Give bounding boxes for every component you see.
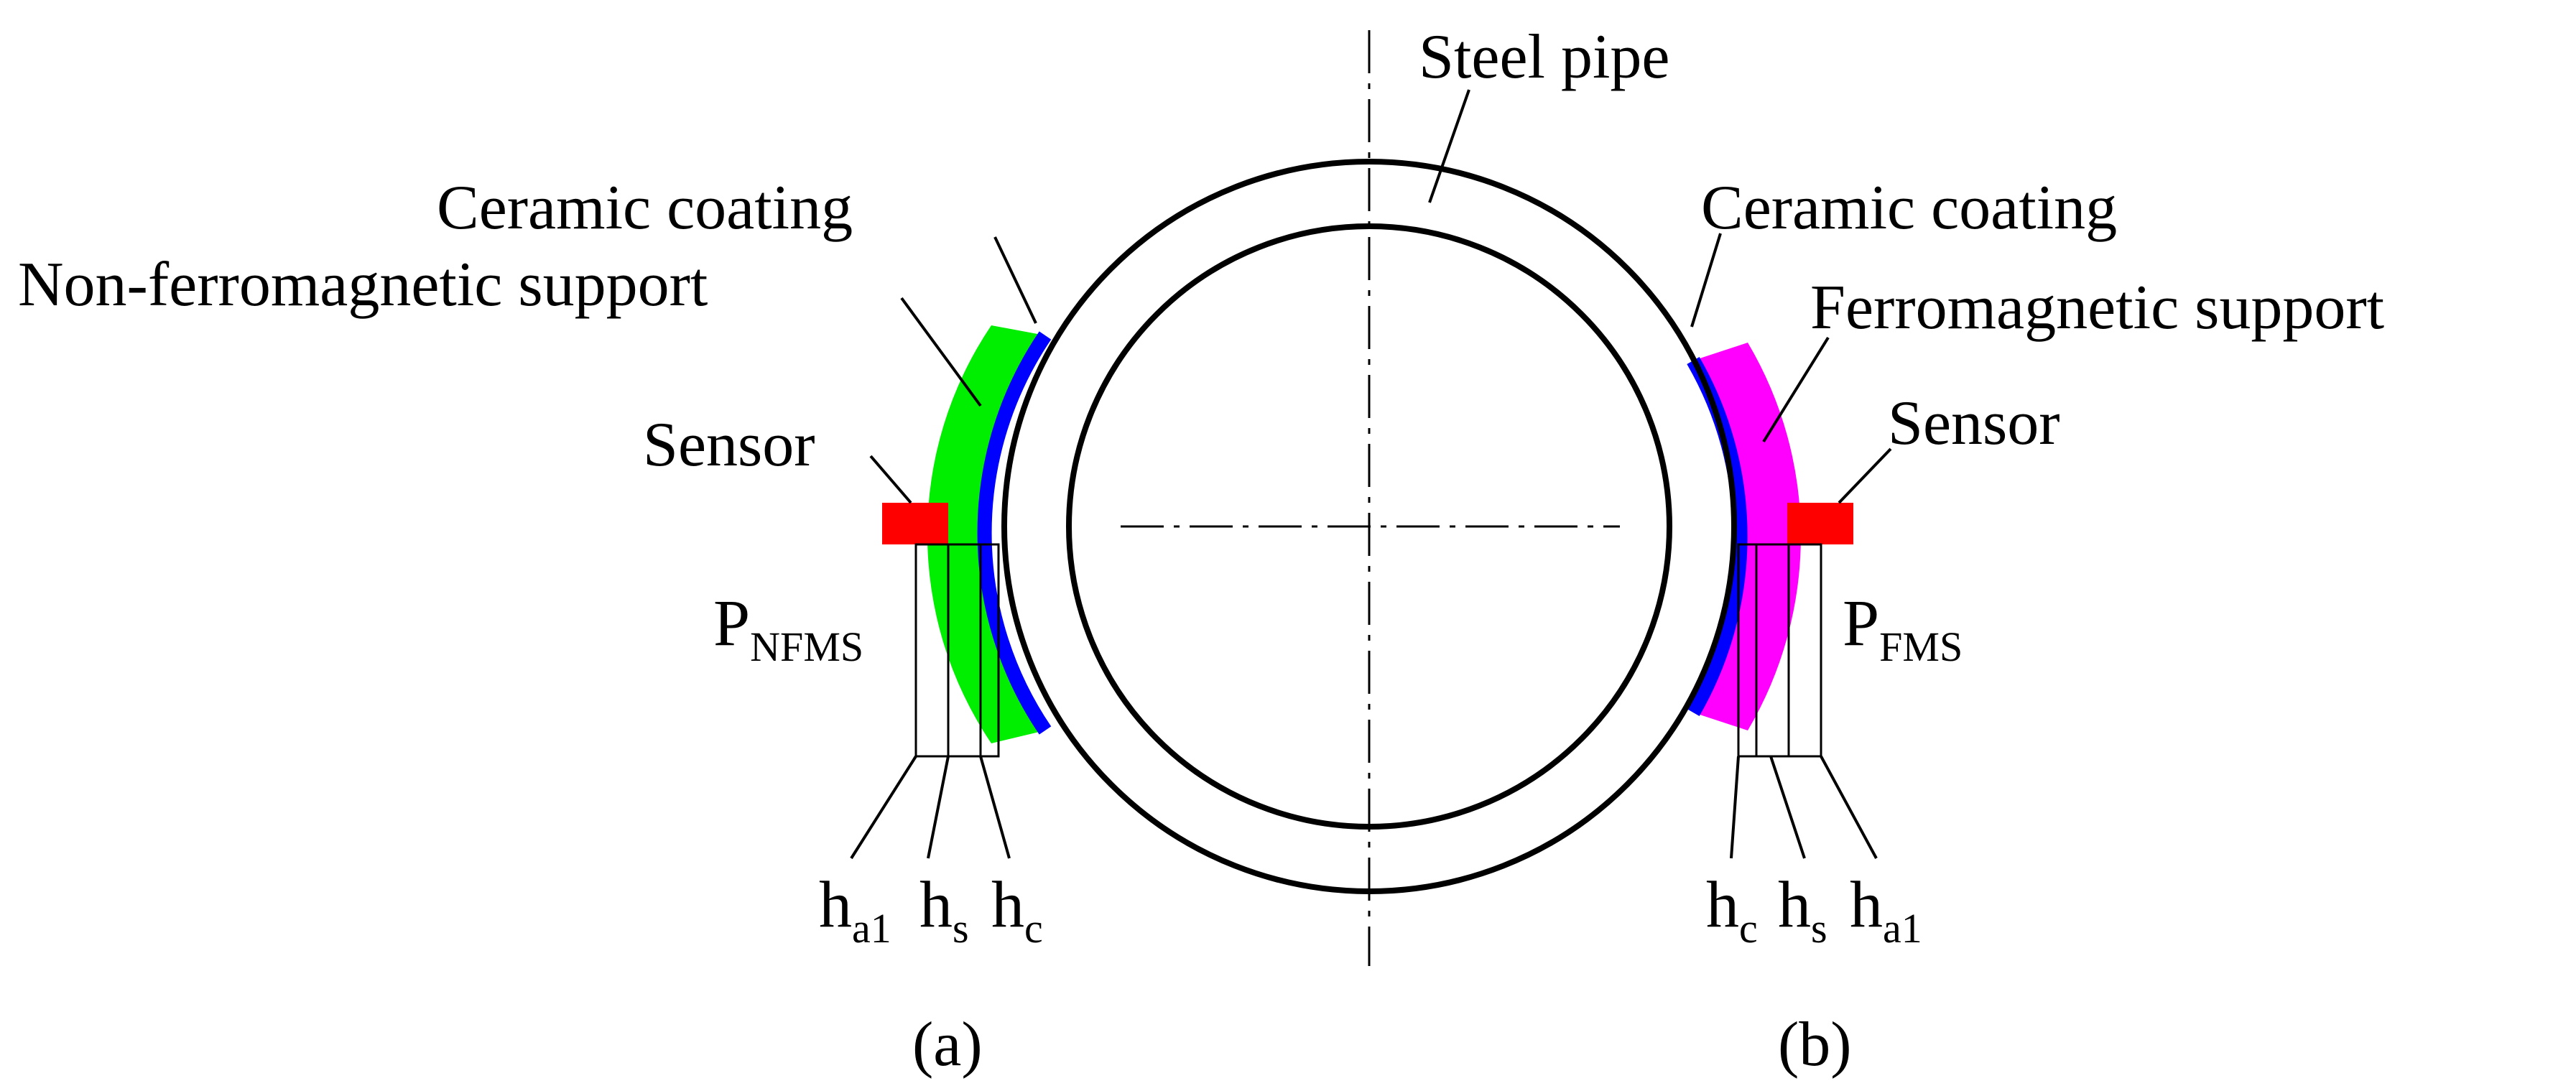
left-dim-hs: hs <box>919 868 969 952</box>
panel-label-a: (a) <box>912 1010 983 1080</box>
right-coating-leader <box>1690 233 1722 328</box>
left-dim-hc: hc <box>991 868 1043 952</box>
left-sensor-label: Sensor <box>643 410 815 480</box>
non-ferromagnetic-leader <box>900 297 982 407</box>
left-dim-ha1: ha1 <box>819 868 891 952</box>
left-gap-box-c <box>979 543 1000 758</box>
left-hc-leader <box>979 756 1011 859</box>
right-dim-hs: hs <box>1778 868 1827 952</box>
right-ha1-leader <box>1820 756 1878 859</box>
steel-pipe-leader <box>1428 89 1470 203</box>
left-hs-leader <box>927 756 950 859</box>
non-ferromagnetic-support-label: Non-ferromagnetic support <box>18 250 708 320</box>
left-position-label: PNFMS <box>713 586 863 670</box>
left-ha1-leader <box>850 755 917 860</box>
right-hs-leader <box>1769 756 1806 859</box>
ferromagnetic-leader <box>1762 336 1830 443</box>
ferromagnetic-support-label: Ferromagnetic support <box>1810 273 2384 343</box>
left-ceramic-coating-arc <box>977 331 1052 735</box>
right-sensor-leader <box>1838 447 1892 504</box>
left-sensor-leader <box>869 455 912 504</box>
right-sensor <box>1787 503 1853 544</box>
right-gap-box-a1 <box>1787 543 1822 758</box>
right-sensor-label: Sensor <box>1888 389 2060 458</box>
right-dim-ha1: ha1 <box>1850 868 1922 952</box>
left-ceramic-coating-label: Ceramic coating <box>437 173 853 243</box>
steel-pipe-label: Steel pipe <box>1419 22 1669 92</box>
right-ceramic-coating-label: Ceramic coating <box>1701 173 2117 243</box>
right-dim-hc: hc <box>1706 868 1758 952</box>
right-hc-leader <box>1730 756 1740 859</box>
left-sensor <box>882 503 948 544</box>
non-ferromagnetic-support-arc <box>927 325 1045 743</box>
left-coating-leader <box>993 236 1037 324</box>
panel-label-b: (b) <box>1778 1010 1852 1080</box>
right-position-label: PFMS <box>1843 586 1963 670</box>
